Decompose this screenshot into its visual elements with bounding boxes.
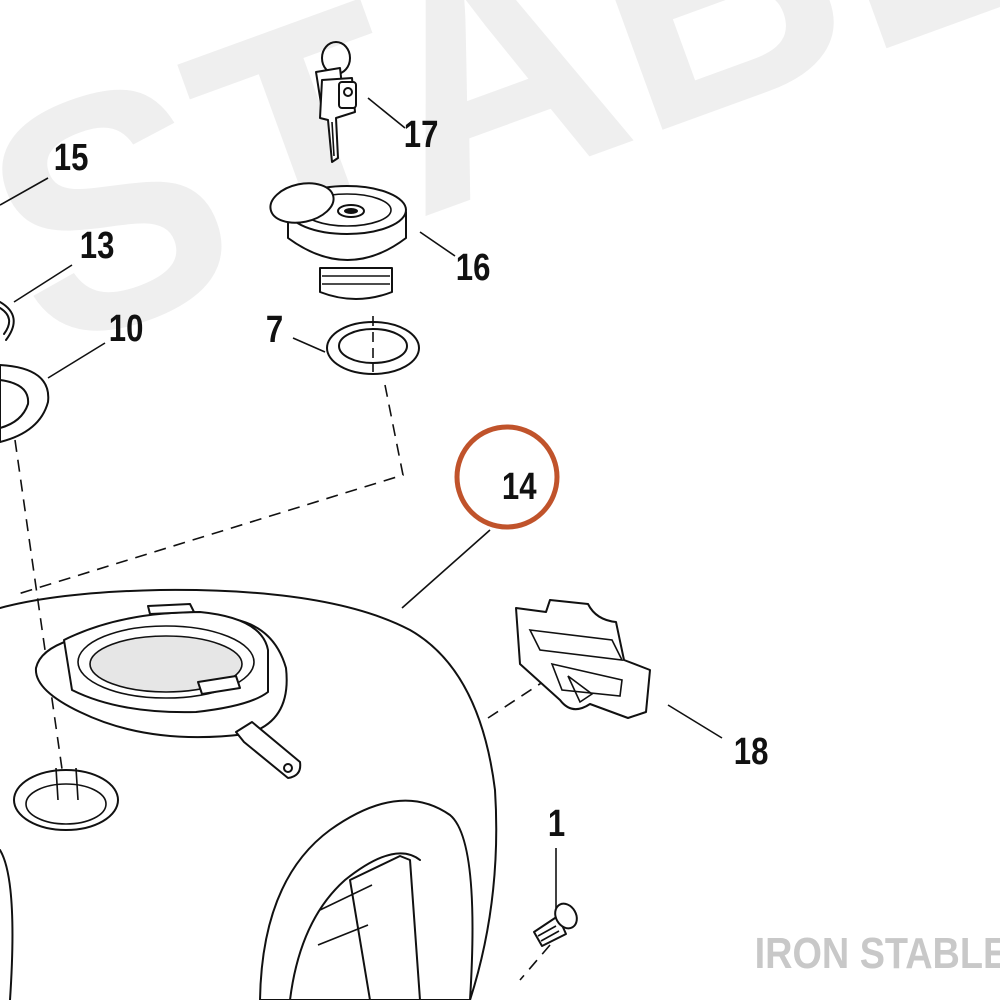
left-edge-parts bbox=[0, 301, 50, 443]
callout-16: 16 bbox=[456, 247, 491, 289]
key-set-part bbox=[315, 41, 357, 163]
callout-labels: 17 15 16 13 10 7 14 18 1 bbox=[54, 114, 769, 845]
callout-13: 13 bbox=[80, 225, 115, 267]
callout-14: 14 bbox=[502, 466, 537, 508]
callout-10: 10 bbox=[109, 308, 144, 350]
callout-17: 17 bbox=[404, 114, 439, 156]
brand-watermark: IRON STABLE bbox=[755, 928, 1000, 977]
fuel-cap-part bbox=[269, 182, 407, 300]
callout-15: 15 bbox=[54, 137, 89, 179]
screw-part bbox=[533, 902, 578, 947]
callout-7: 7 bbox=[266, 309, 283, 351]
leader-lines bbox=[0, 97, 723, 908]
emblem-part bbox=[515, 599, 651, 719]
fuel-tank-part bbox=[0, 588, 498, 1000]
watermark-text: STABLE bbox=[0, 0, 1000, 420]
callout-18: 18 bbox=[734, 731, 769, 773]
highlight-circle bbox=[454, 424, 560, 530]
gasket-part bbox=[326, 316, 420, 375]
callout-1: 1 bbox=[548, 803, 565, 845]
